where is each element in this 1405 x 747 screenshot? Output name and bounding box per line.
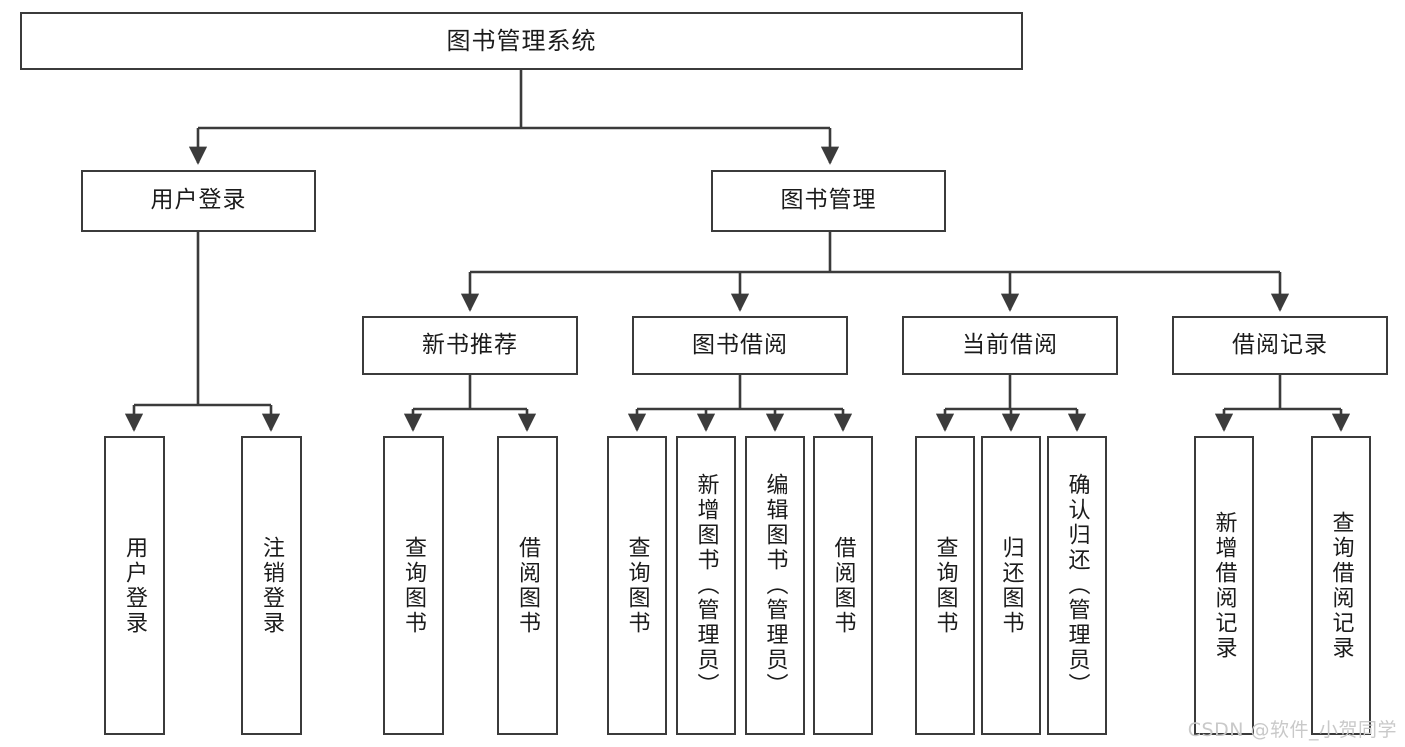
- node-book-management[interactable]: 图书管理: [711, 170, 946, 232]
- leaf-record-add-record[interactable]: 新增借阅记录: [1194, 436, 1254, 735]
- node-root-book-management-system[interactable]: 图书管理系统: [20, 12, 1023, 70]
- node-label: 用户登录: [150, 187, 247, 214]
- leaf-borrow-edit-book-admin[interactable]: 编辑图书（管理员）: [745, 436, 805, 735]
- node-label: 图书管理: [780, 187, 877, 214]
- node-label: 借阅图书: [515, 535, 541, 636]
- leaf-current-confirm-return-admin[interactable]: 确认归还（管理员）: [1047, 436, 1107, 735]
- node-label: 新书推荐: [422, 331, 518, 358]
- leaf-recommend-query-book[interactable]: 查询图书: [383, 436, 444, 735]
- leaf-recommend-borrow-book[interactable]: 借阅图书: [497, 436, 558, 735]
- leaf-borrow-borrow-book[interactable]: 借阅图书: [813, 436, 873, 735]
- node-label: 借阅记录: [1232, 331, 1328, 358]
- leaf-borrow-query-book[interactable]: 查询图书: [607, 436, 667, 735]
- leaf-current-return-book[interactable]: 归还图书: [981, 436, 1041, 735]
- node-user-login[interactable]: 用户登录: [81, 170, 316, 232]
- node-label: 确认归还（管理员）: [1064, 473, 1090, 698]
- node-label: 查询图书: [401, 535, 427, 636]
- node-new-book-recommend[interactable]: 新书推荐: [362, 316, 578, 375]
- node-label: 注销登录: [259, 535, 285, 636]
- leaf-record-query-record[interactable]: 查询借阅记录: [1311, 436, 1371, 735]
- leaf-user-login-login[interactable]: 用户登录: [104, 436, 165, 735]
- node-label: 查询图书: [624, 535, 650, 636]
- node-label: 编辑图书（管理员）: [762, 473, 788, 698]
- node-current-borrow[interactable]: 当前借阅: [902, 316, 1118, 375]
- csdn-watermark: CSDN @软件_小贺同学: [1187, 719, 1397, 741]
- leaf-current-query-book[interactable]: 查询图书: [915, 436, 975, 735]
- node-label: 图书管理系统: [446, 26, 597, 55]
- node-label: 新增借阅记录: [1211, 510, 1237, 661]
- node-label: 借阅图书: [830, 535, 856, 636]
- node-label: 新增图书（管理员）: [693, 473, 719, 698]
- node-label: 用户登录: [122, 535, 148, 636]
- node-label: 当前借阅: [962, 331, 1058, 358]
- node-label: 归还图书: [998, 535, 1024, 636]
- node-label: 图书借阅: [692, 331, 788, 358]
- node-borrow-record[interactable]: 借阅记录: [1172, 316, 1388, 375]
- node-book-borrow[interactable]: 图书借阅: [632, 316, 848, 375]
- node-label: 查询借阅记录: [1328, 510, 1354, 661]
- leaf-borrow-add-book-admin[interactable]: 新增图书（管理员）: [676, 436, 736, 735]
- leaf-user-login-logout[interactable]: 注销登录: [241, 436, 302, 735]
- node-label: 查询图书: [932, 535, 958, 636]
